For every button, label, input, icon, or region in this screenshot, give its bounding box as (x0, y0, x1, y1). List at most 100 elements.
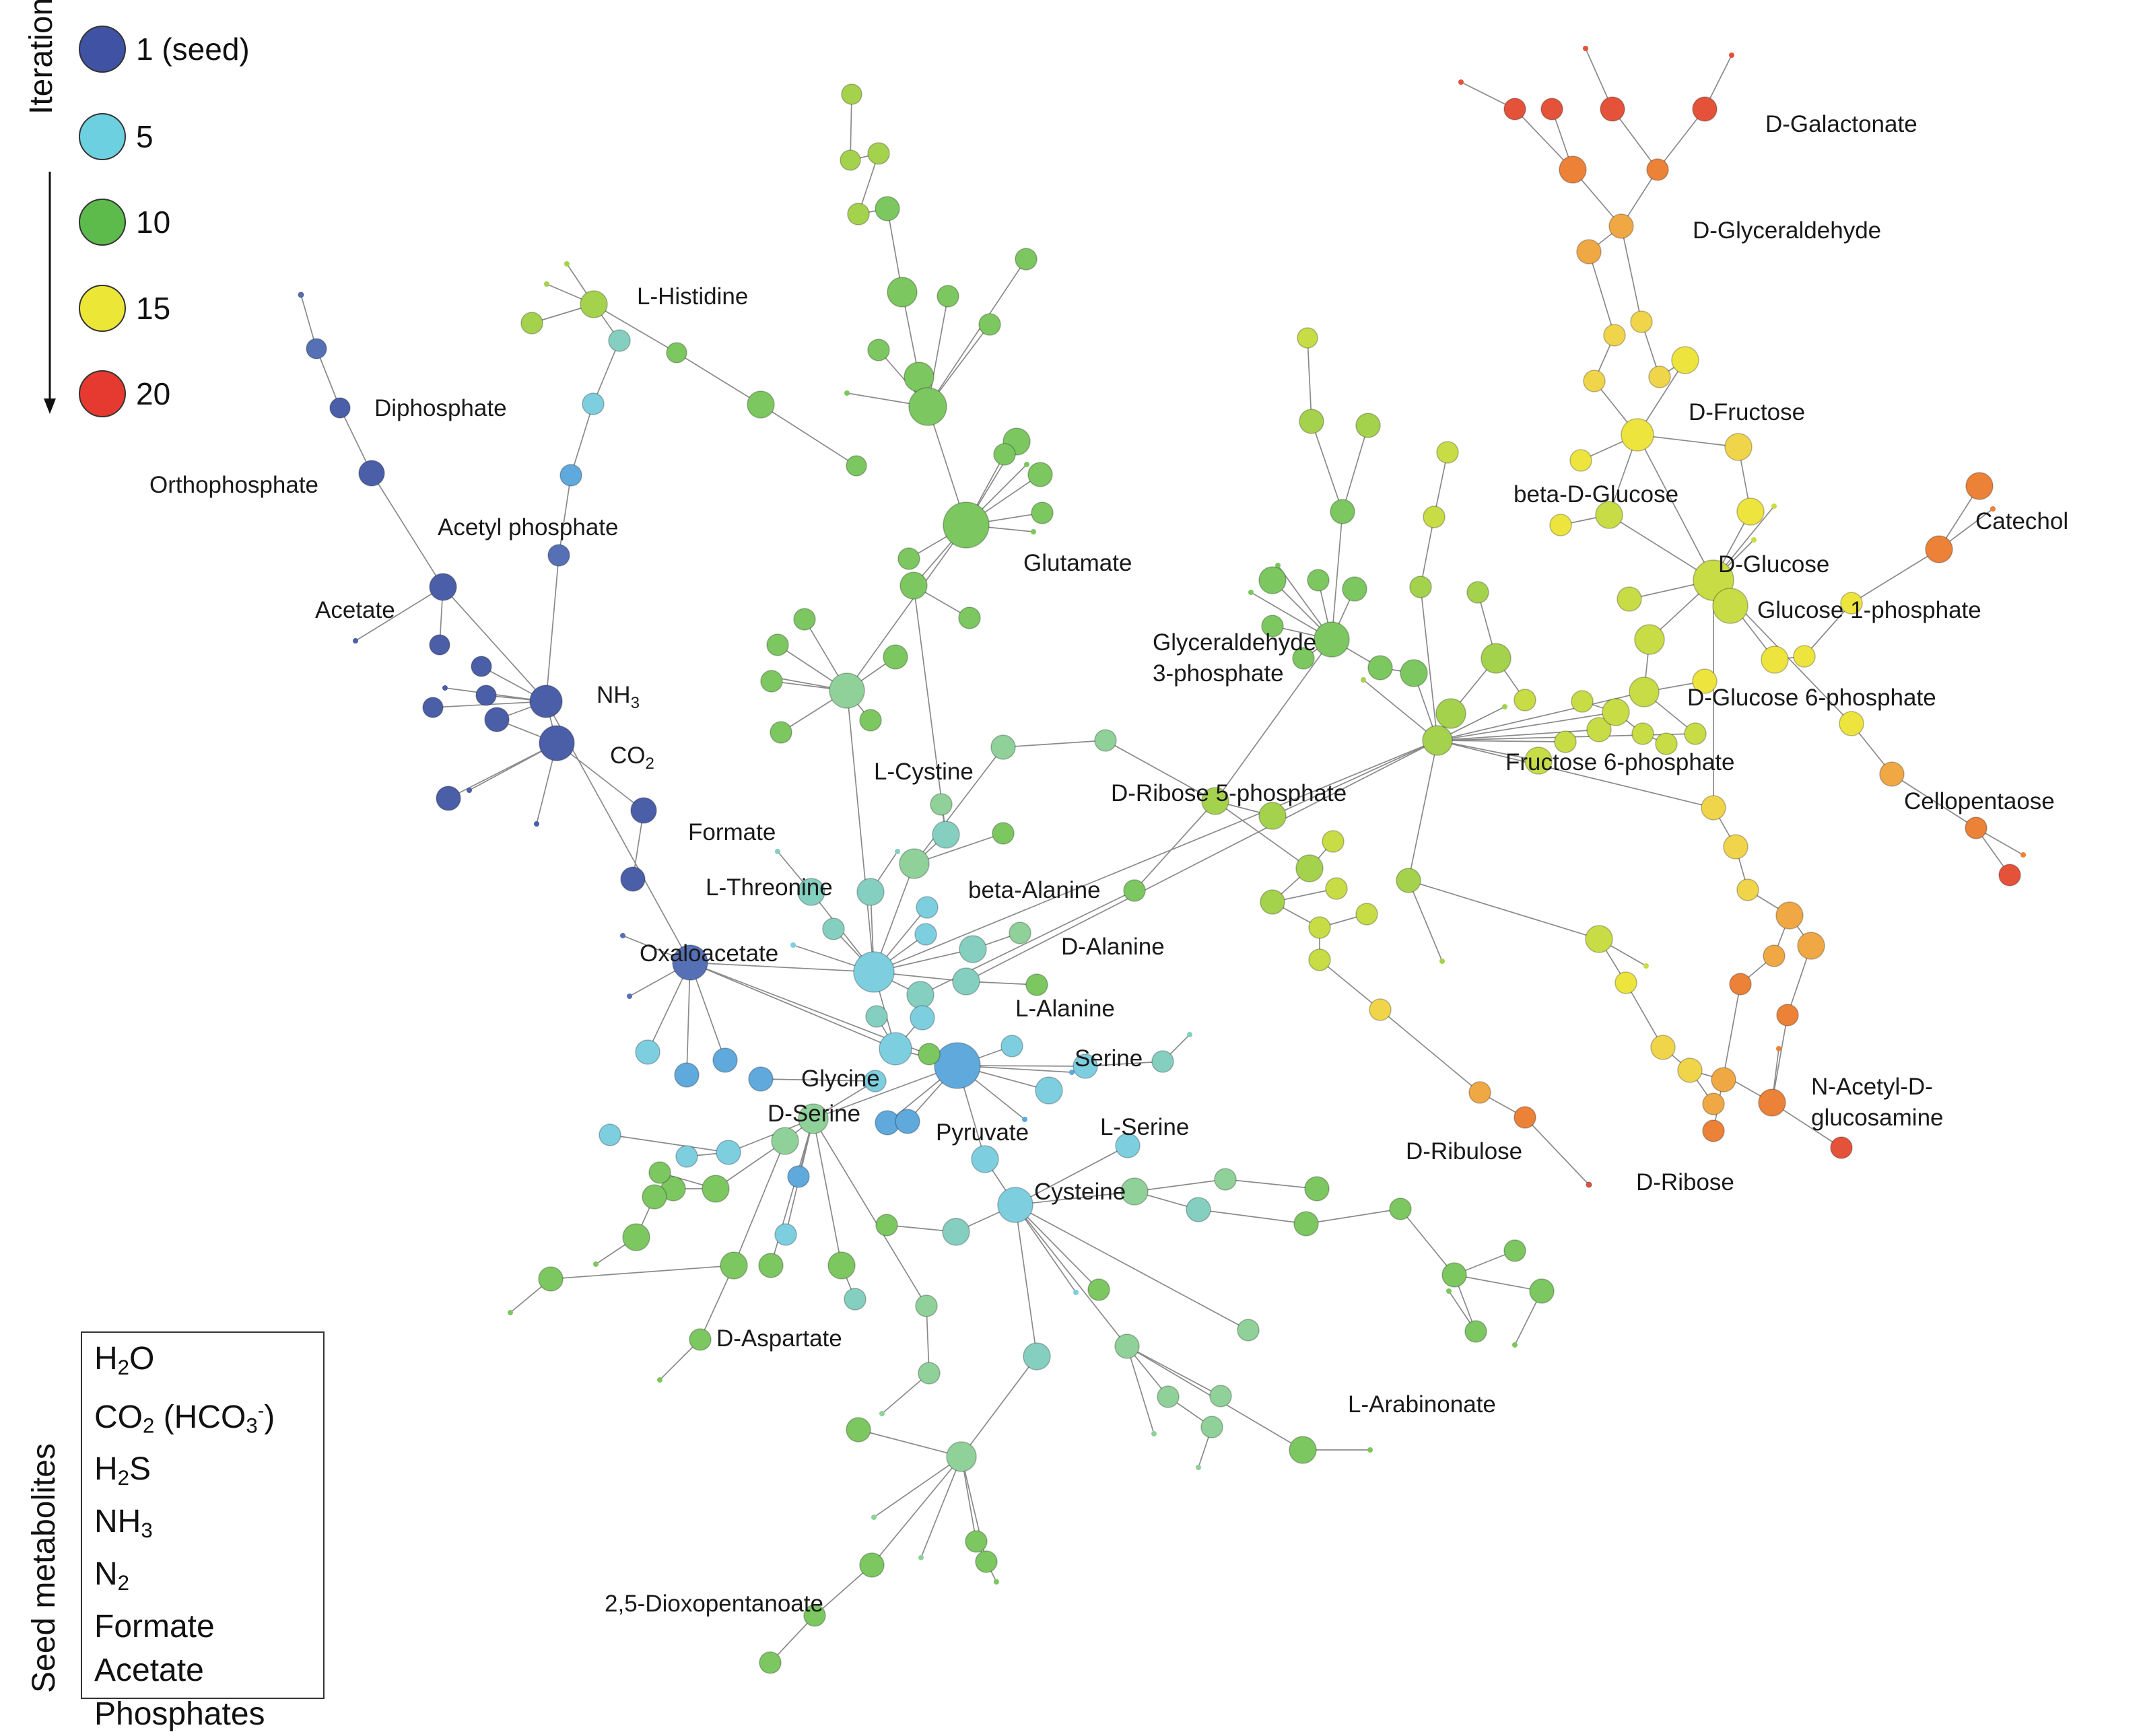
nh3-sub: 3 (631, 694, 640, 712)
node-glutamate (943, 501, 990, 549)
node-gs-c (1736, 878, 1759, 901)
node-beta-d-glucose (1549, 514, 1572, 536)
node-gap-i (1330, 499, 1355, 524)
edge-g1-c-f6p (1437, 691, 1645, 741)
node-la-b (1025, 973, 1048, 996)
node-asp-d (758, 1253, 784, 1278)
seed-item-n2: N2 (94, 1556, 130, 1595)
node-glu-l (908, 387, 947, 426)
node-f6-k (1571, 690, 1594, 713)
node-g1-b (1634, 624, 1665, 655)
edge-f6p-f6-h (1437, 711, 1617, 741)
leaf-node-12 (1022, 1117, 1027, 1122)
node-gs-b (1723, 834, 1748, 860)
edge-ribose5p-r5-d (1134, 800, 1216, 891)
node-f6p (1422, 725, 1453, 756)
node-glu-e (875, 196, 900, 221)
edge-f6p-rb-j (1408, 740, 1438, 881)
edge-acp-acp-up (558, 475, 572, 556)
edge-r5-c-thr-c (914, 833, 1004, 864)
node-d-ribulose (1468, 1081, 1491, 1104)
label-fructose-6-phosphate: Fructose 6-phosphate (1505, 749, 1734, 775)
node-f6-a (1435, 698, 1466, 729)
leaf-node-40 (1512, 1342, 1518, 1348)
edge-n-acetyl-gs-i (1771, 1102, 1842, 1148)
leaf-node-31 (1643, 963, 1649, 969)
label-formate: Formate (688, 819, 776, 845)
edge-oxaloacetate-glycine (689, 962, 896, 1049)
node-gs-a (1701, 795, 1726, 821)
node-gap-c (1342, 576, 1367, 602)
node-glu-c (867, 142, 890, 165)
label-cellopentaose: Cellopentaose (1904, 788, 2055, 814)
edge-cy-b-la-c (1015, 1204, 1128, 1347)
node-pyr-e (599, 1123, 621, 1146)
node-glu-o (993, 443, 1016, 466)
node-gap-g (1355, 413, 1381, 438)
node-cys-c (760, 670, 783, 693)
node-ac-d (422, 697, 444, 718)
edge-glu-r-thr-b (913, 585, 947, 835)
node-cystine (829, 672, 865, 709)
leaf-node-10 (790, 942, 796, 948)
leaf-edge-3 (355, 586, 444, 641)
node-beta-ala (856, 878, 885, 906)
leaf-node-39 (1367, 1447, 1373, 1453)
edge-acetate-nh3 (442, 586, 547, 702)
edge-cy-h-cy-i (1400, 1208, 1455, 1276)
label-l-alanine: L-Alanine (1015, 996, 1115, 1022)
node-f6-h (1602, 698, 1630, 726)
node-hub-a (853, 951, 895, 993)
leaf-node-7 (1024, 462, 1029, 467)
leaf-node-28 (1458, 79, 1464, 85)
leaf-node-43 (657, 1377, 662, 1383)
leaf-edge-30 (1408, 880, 1443, 962)
node-cel-c (1998, 864, 2021, 887)
node-gs-d (1775, 901, 1804, 930)
leaf-node-23 (1990, 506, 1996, 512)
node-asp-l (538, 1266, 564, 1292)
edge-r5-b-thr-c (914, 747, 1004, 864)
label-l-threonine: L-Threonine (706, 874, 833, 901)
edge-gap-ribose5p (1215, 639, 1332, 802)
edge-cystine-hub-a (846, 690, 875, 973)
edge-cy-g-cy-h (1305, 1208, 1401, 1224)
edge-pyr-c-pyruvate (813, 1065, 958, 1119)
node-cy-h (1389, 1197, 1412, 1220)
leaf-node-41 (1446, 1288, 1452, 1294)
leaf-node-2 (467, 788, 472, 793)
node-g1-a (1617, 586, 1642, 612)
node-d-glyceraldehyde (1608, 213, 1634, 239)
label-glucose-1-phosphate: Glucose 1-phosphate (1757, 597, 1981, 623)
edge-nh3-acp (545, 555, 559, 702)
node-dx-b (859, 1552, 885, 1578)
node-fr-d (1736, 497, 1765, 526)
node-asp-j (622, 1223, 650, 1251)
node-cellopentaose (1965, 817, 1987, 839)
node-r5-d (1123, 879, 1146, 902)
node-co-a (436, 786, 461, 811)
node-pyruvate (934, 1042, 981, 1089)
node-cy-i (1441, 1262, 1467, 1288)
node-thr-a (930, 793, 953, 816)
edge-asp-a-asp-f (733, 1140, 786, 1266)
legend-label-20: 20 (136, 376, 170, 411)
legend-label-15: 15 (136, 291, 170, 326)
node-cy-c (1120, 1177, 1149, 1206)
node-la-e (1157, 1385, 1180, 1408)
node-g6-d (1684, 722, 1707, 745)
node-gap-m (1423, 506, 1446, 528)
edge-dx-b-dx-d (814, 1564, 873, 1616)
node-ba-a (916, 896, 939, 919)
node-gal-e (1646, 158, 1669, 181)
node-l-serine (1073, 1053, 1098, 1079)
node-g6-a (1761, 646, 1789, 674)
node-glu-b (840, 149, 861, 171)
node-ls-b (1151, 1050, 1174, 1073)
node-f6-e (1524, 747, 1553, 775)
node-pyr-d (716, 1140, 741, 1165)
node-rb-b (1295, 854, 1324, 882)
label-n-acetyl-d-glucosamine-line1: N-Acetyl-D- (1811, 1074, 1933, 1100)
leaf-node-33 (593, 1261, 599, 1267)
edge-d-fructose-d-glucose (1637, 434, 1714, 581)
